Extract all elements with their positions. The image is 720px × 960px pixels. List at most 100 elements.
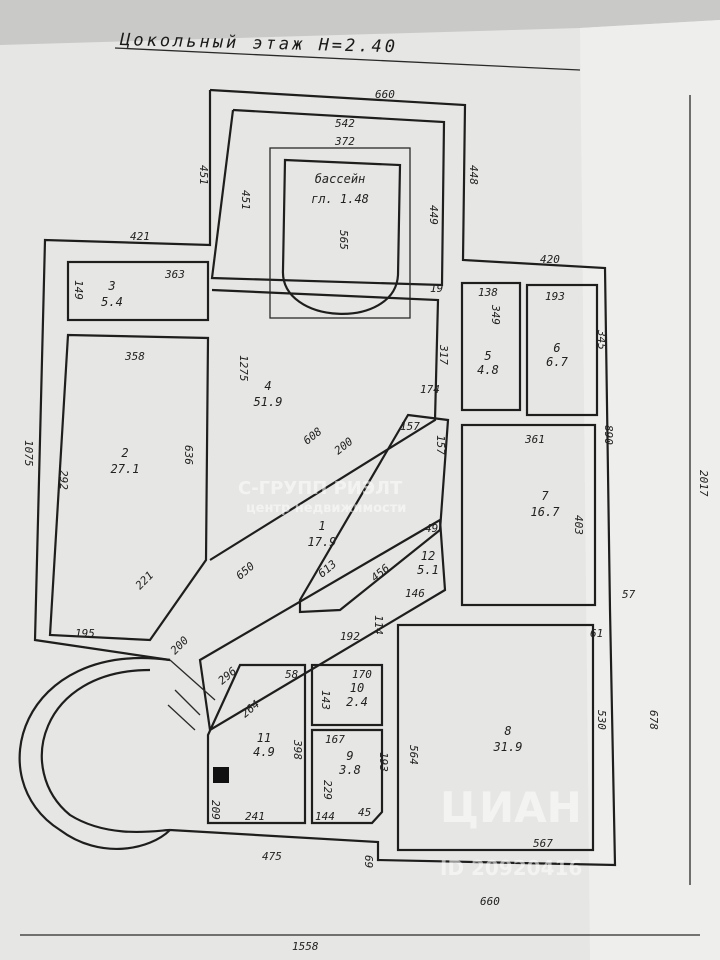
dimension-label: 57	[622, 588, 636, 601]
room-12: 125.1	[417, 549, 439, 577]
room-label-text: 3.8	[338, 763, 361, 777]
dimension-label: 45	[358, 806, 371, 819]
dimension-label: 146	[405, 587, 425, 600]
room-label-text: 17.9	[308, 535, 337, 549]
plan-line	[269, 147, 411, 319]
room-label-text: 8	[504, 724, 511, 738]
dimension-label: 403	[572, 515, 585, 535]
cian-watermark: ЦИАН	[440, 783, 582, 832]
room-label-text: 7	[541, 489, 549, 503]
room-label-text: 4.8	[477, 363, 499, 377]
room-label-text: 9	[346, 749, 353, 763]
dimension-label: 114	[372, 615, 385, 635]
dimension-label: 530	[595, 710, 608, 730]
dimension-label: 157	[434, 435, 447, 455]
dimension-label: 1275	[237, 355, 250, 382]
dimension-label: 421	[130, 230, 150, 243]
room-8: 831.9	[493, 724, 523, 754]
dimension-label: 349	[489, 304, 502, 325]
room-label-text: 27.1	[111, 462, 140, 476]
paper-sheet	[0, 20, 720, 960]
dimension-label: 660	[480, 895, 500, 908]
dimension-label: 317	[437, 344, 450, 365]
room-label-text: 31.9	[493, 740, 523, 754]
room-1: 117.9	[308, 519, 337, 549]
plan-line	[525, 283, 599, 417]
dimension-label: 361	[524, 433, 545, 446]
room-label-text: 10	[350, 681, 364, 695]
plan-line	[198, 518, 447, 732]
room-label-text: 6	[553, 341, 560, 355]
room-label-text: 5.4	[101, 295, 123, 309]
dimension-label: 193	[545, 290, 565, 303]
room-label-text: 11	[257, 731, 271, 745]
plan-line	[33, 90, 212, 662]
dimension-label: 193	[377, 752, 390, 772]
room-label-text: 6.7	[546, 355, 568, 369]
dimension-label: 174	[420, 383, 440, 396]
dimension-label: 2017	[697, 470, 710, 497]
pool-label: бассейн	[315, 172, 366, 186]
dimension-label: 660	[375, 88, 395, 101]
dimension-label: 398	[291, 739, 304, 760]
dimension-label: 69	[362, 855, 375, 868]
room-label-text: 4.9	[253, 745, 275, 759]
dimension-label: 229	[321, 780, 334, 800]
room-label-text: 51.9	[254, 395, 283, 409]
dimension-label: 678	[647, 710, 660, 730]
plan-line	[174, 689, 201, 716]
dimension-label: 420	[540, 253, 560, 266]
agency-watermark: С-ГРУПП РИЭЛТ	[238, 478, 403, 499]
dimension-label: 564	[407, 745, 420, 765]
stair-symbol	[213, 767, 229, 783]
room-label-text: 12	[421, 549, 435, 563]
room-label-text: 1	[318, 519, 325, 533]
dimension-label: 636	[182, 445, 195, 465]
plan-line	[167, 704, 196, 731]
dimension-label: 144	[315, 810, 335, 823]
room-label-text: 5	[484, 349, 491, 363]
plan-line	[210, 108, 446, 287]
dimension-label: 449	[427, 205, 440, 225]
room-10: 102.4	[346, 681, 368, 709]
plan-line	[310, 663, 384, 727]
dimension-label: 149	[72, 280, 85, 300]
plan-line	[66, 260, 210, 322]
dimension-label: 157	[400, 420, 420, 433]
walls	[18, 88, 617, 867]
dimension-label: 167	[325, 733, 345, 746]
agency-watermark-sub: центр недвижимости	[246, 501, 406, 516]
room-6: 66.7	[546, 341, 568, 369]
dimension-label: 195	[75, 627, 95, 640]
dimension-label: 567	[533, 837, 553, 850]
dimension-label: 138	[478, 286, 498, 299]
dimension-label: 363	[164, 268, 185, 281]
plan-line	[169, 659, 216, 701]
plan-line	[40, 668, 171, 834]
plan-line	[460, 281, 522, 412]
dimension-label: 451	[239, 190, 252, 210]
room-9: 93.8	[338, 749, 361, 777]
room-7: 716.7	[531, 489, 561, 519]
dimension-label: 565	[337, 230, 350, 250]
pool-depth: гл. 1.48	[311, 192, 369, 206]
plan-line	[18, 657, 171, 850]
dimension-label: 1075	[22, 440, 35, 467]
room-4: 451.9	[254, 379, 283, 409]
room-labels: 117.9 227.1 35.4 451.9 54.8 66.7 716.7 8…	[101, 279, 568, 777]
plan-line	[298, 413, 450, 614]
dimension-label: 292	[57, 470, 70, 490]
dimension-label: 345	[595, 329, 608, 350]
room-label-text: 5.1	[417, 563, 439, 577]
room-11: 114.9	[253, 731, 275, 759]
dimension-label: 475	[262, 850, 282, 863]
plan-line	[48, 333, 210, 642]
dimension-label: 1558	[292, 940, 319, 953]
dimension-label: 241	[245, 810, 265, 823]
title-underline	[114, 47, 581, 71]
room-label-text: 4	[264, 379, 271, 393]
watermarks: С-ГРУПП РИЭЛТ центр недвижимости ЦИАН ID…	[238, 478, 582, 880]
room-5: 54.8	[477, 349, 499, 377]
plan-line	[460, 423, 597, 607]
